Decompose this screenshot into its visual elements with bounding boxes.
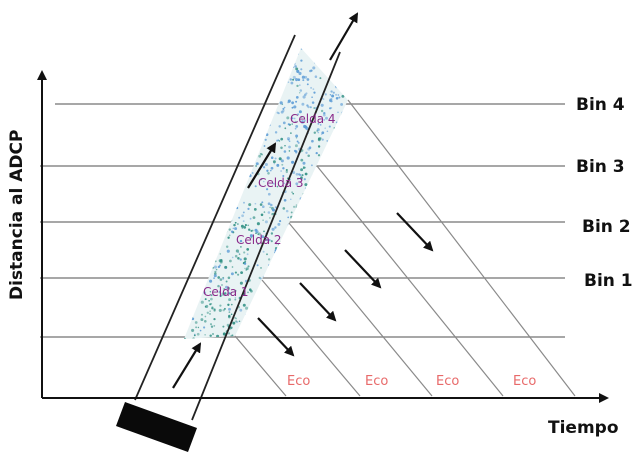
echo-label-2: Eco (365, 374, 388, 389)
axes (37, 70, 609, 403)
cell-label-3: Celda 3 (258, 176, 304, 190)
echo-labels: Eco Eco Eco Eco (287, 374, 536, 389)
acoustic-beam (134, 34, 341, 421)
bin-lines (40, 103, 565, 338)
x-axis-title: Tiempo (548, 418, 619, 438)
y-axis-title: Distancia al ADCP (7, 130, 27, 300)
echo-return-lines (234, 99, 576, 397)
outgoing-pulse-arrow (247, 142, 277, 189)
adcp-transducer (116, 402, 197, 452)
cell-labels: Celda 1 Celda 2 Celda 3 Celda 4 (203, 112, 336, 299)
echo-arrow (257, 317, 295, 357)
bin-labels: Bin 4 Bin 3 Bin 2 Bin 1 (576, 95, 633, 291)
cell-label-2: Celda 2 (236, 233, 282, 247)
direction-arrows (172, 12, 434, 389)
cell-label-4: Celda 4 (290, 112, 336, 126)
bin-label-4: Bin 4 (576, 95, 625, 115)
echo-label-1: Eco (287, 374, 310, 389)
bin-label-2: Bin 2 (582, 217, 631, 237)
echo-arrow (344, 249, 382, 289)
echo-label-4: Eco (513, 374, 536, 389)
echo-arrow (299, 282, 337, 322)
echo-arrow (396, 212, 434, 252)
outgoing-pulse-arrow (172, 342, 202, 389)
scattering-band (184, 48, 348, 339)
bin-label-1: Bin 1 (584, 271, 633, 291)
outgoing-pulse-arrow (329, 12, 359, 61)
echo-label-3: Eco (436, 374, 459, 389)
bin-label-3: Bin 3 (576, 157, 625, 177)
cell-label-1: Celda 1 (203, 285, 249, 299)
